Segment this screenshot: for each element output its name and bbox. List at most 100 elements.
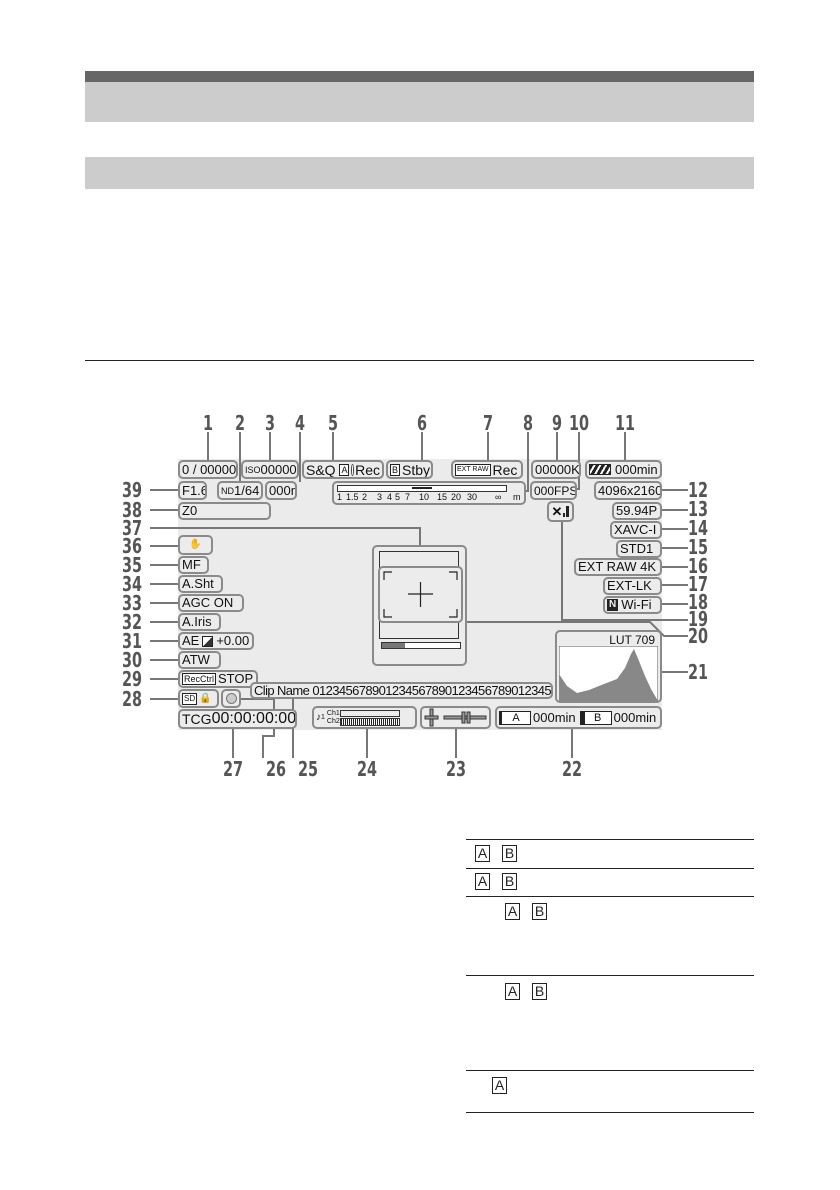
gamma: STD1 bbox=[616, 540, 662, 558]
callout-25: 25 bbox=[297, 757, 319, 781]
media-b-remaining: 000min bbox=[613, 709, 657, 725]
callout-37: 37 bbox=[121, 516, 143, 540]
white-balance-text: 00000K bbox=[535, 461, 580, 477]
gps-signal-icon: ✕ bbox=[547, 501, 574, 522]
lut-label: LUT 709 bbox=[609, 633, 655, 647]
slot-b-icon: B bbox=[502, 873, 517, 890]
audio-ch2-label: Ch2 bbox=[326, 717, 340, 725]
callout-4: 4 bbox=[294, 411, 306, 435]
crosshair-icon bbox=[383, 571, 458, 618]
focus-scale-label: 1 bbox=[337, 492, 343, 502]
agc-text: AGC ON bbox=[182, 595, 234, 610]
slot-b-icon: B bbox=[532, 903, 547, 920]
table-rule bbox=[466, 868, 754, 869]
level-gauge bbox=[420, 706, 491, 729]
focus-scale-label: 15 bbox=[437, 492, 448, 502]
table-rule bbox=[466, 1070, 754, 1071]
clip-counter: 0 / 00000 bbox=[178, 460, 238, 479]
media-b-label: B bbox=[593, 711, 602, 724]
codec: XAVC-I bbox=[610, 521, 662, 539]
focus-scale-label: ∞ bbox=[495, 492, 502, 502]
callout-17: 17 bbox=[687, 572, 709, 596]
timecode-label: TCG bbox=[182, 711, 212, 727]
sd-access-indicator bbox=[221, 689, 241, 708]
focus-level-fill bbox=[382, 643, 406, 648]
timecode-value: 00:00:00:00 bbox=[211, 710, 297, 727]
clip-name-label: Clip Name bbox=[254, 682, 310, 698]
audio-icon: ♪ bbox=[316, 711, 321, 723]
rec-a-label: Rec bbox=[355, 461, 380, 478]
system-frequency-text: 59.94P bbox=[616, 503, 658, 518]
zoom-text: Z0 bbox=[182, 503, 198, 518]
gamma-text: STD1 bbox=[620, 541, 654, 556]
iso-value: 00000 bbox=[260, 461, 297, 477]
focus-scale-label: 2 bbox=[362, 492, 368, 502]
resolution: 4096x2160 bbox=[594, 481, 662, 500]
clip-name: Clip Name 012345678901234567890123456789… bbox=[250, 682, 553, 699]
slot-a-icon: A bbox=[505, 983, 520, 1000]
ae-label: AE bbox=[182, 633, 200, 648]
callout-36: 36 bbox=[121, 534, 143, 558]
callout-16: 16 bbox=[687, 554, 709, 578]
callout-33: 33 bbox=[121, 591, 143, 615]
sd-card-status: SD🔒 bbox=[178, 689, 219, 708]
callout-32: 32 bbox=[121, 610, 143, 634]
audio-ch1-label: Ch1 bbox=[326, 709, 340, 717]
frame-rate: 000FPS bbox=[530, 481, 577, 500]
callout-8: 8 bbox=[522, 411, 534, 435]
rec-ctrl-tag: RecCtrl bbox=[182, 673, 217, 685]
callout-39: 39 bbox=[121, 478, 143, 502]
codec-text: XAVC-I bbox=[614, 522, 657, 537]
histogram-area bbox=[559, 649, 658, 701]
auto-iris: A.Iris bbox=[178, 613, 221, 631]
resolution-text: 4096x2160 bbox=[598, 482, 662, 498]
circle-icon bbox=[225, 693, 237, 704]
callout-18: 18 bbox=[687, 590, 709, 614]
frame-rate-text: 000FPS bbox=[534, 483, 577, 498]
section-title-band bbox=[85, 82, 754, 122]
focus-scale-label: 4 bbox=[387, 492, 393, 502]
callout-23: 23 bbox=[445, 757, 467, 781]
audio-channels: Ch1 Ch2 bbox=[327, 710, 400, 726]
callout-3: 3 bbox=[264, 411, 276, 435]
ext-raw-tag: EXT RAW bbox=[455, 463, 491, 476]
callout-15: 15 bbox=[687, 535, 709, 559]
divider bbox=[85, 360, 754, 361]
ext-raw-format-text: EXT RAW 4K bbox=[578, 559, 657, 574]
focus-scale-marker bbox=[412, 487, 432, 489]
focus-area-frame bbox=[378, 566, 463, 623]
callout-12: 12 bbox=[687, 478, 709, 502]
callout-7: 7 bbox=[482, 411, 494, 435]
callout-10: 10 bbox=[568, 411, 590, 435]
callout-27: 27 bbox=[222, 757, 244, 781]
focus-scale-label: m bbox=[513, 492, 521, 502]
focus-distance-text: 000m bbox=[269, 482, 295, 498]
ext-raw-rec-label: Rec bbox=[492, 461, 518, 478]
focus-scale-label: 3 bbox=[377, 492, 383, 502]
table-rule bbox=[466, 975, 754, 976]
slot-b-tag: B bbox=[390, 463, 401, 476]
callout-21: 21 bbox=[687, 660, 709, 684]
callout-35: 35 bbox=[121, 553, 143, 577]
callout-28: 28 bbox=[121, 687, 143, 711]
sq-label: S&Q bbox=[306, 461, 336, 478]
callout-22: 22 bbox=[561, 757, 583, 781]
focus-distance: 000m bbox=[265, 481, 297, 500]
zoom-position: Z0 bbox=[178, 502, 271, 520]
table-rule bbox=[466, 1112, 754, 1113]
rec-circle-icon bbox=[351, 463, 355, 476]
focus-mode: MF bbox=[178, 556, 209, 574]
lock-icon: 🔒 bbox=[199, 692, 212, 704]
callout-5: 5 bbox=[327, 411, 339, 435]
callout-30: 30 bbox=[121, 648, 143, 672]
callout-24: 24 bbox=[356, 757, 378, 781]
histogram-graph bbox=[559, 646, 658, 701]
agc: AGC ON bbox=[178, 594, 244, 612]
